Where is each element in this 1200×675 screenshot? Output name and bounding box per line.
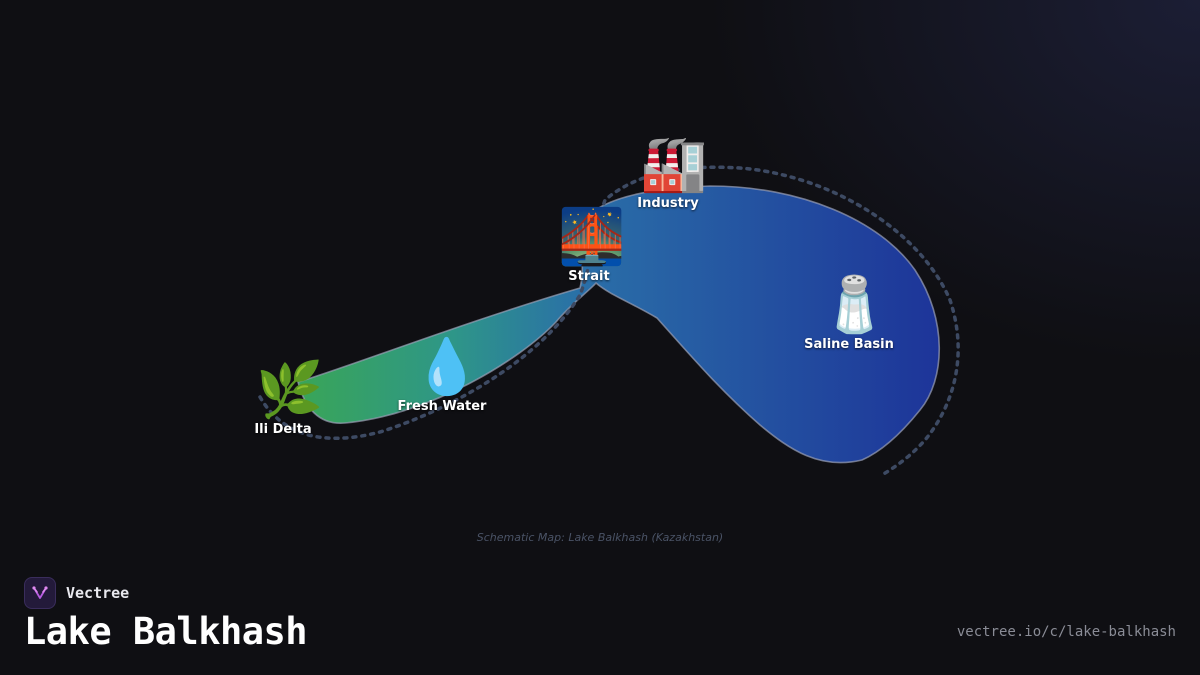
salt-shaker-icon: 🧂: [821, 273, 889, 336]
brand[interactable]: Vectree: [24, 577, 129, 609]
lake-shape: [297, 185, 940, 464]
marker-label: Strait: [568, 269, 610, 284]
map-caption: Schematic Map: Lake Balkhash (Kazakhstan…: [476, 531, 724, 544]
marker-label: Fresh Water: [397, 399, 487, 414]
herb-icon: 🌿: [256, 358, 324, 421]
marker-label: Saline Basin: [804, 337, 894, 352]
page-title: Lake Balkhash: [24, 610, 308, 653]
marker-industry[interactable]: 🏭 Industry: [637, 132, 708, 212]
bridge-at-night-icon: 🌉: [558, 205, 626, 268]
vectree-logo-icon: [24, 577, 56, 609]
brand-name: Vectree: [66, 584, 130, 602]
page-url[interactable]: vectree.io/c/lake-balkhash: [956, 624, 1176, 640]
factory-icon: 🏭: [640, 132, 708, 195]
marker-strait[interactable]: 🌉 Strait: [558, 205, 626, 285]
droplet-icon: 💧: [413, 335, 481, 398]
marker-ili-delta[interactable]: 🌿 Ili Delta: [254, 358, 324, 438]
marker-label: Industry: [637, 196, 699, 211]
marker-saline-basin[interactable]: 🧂 Saline Basin: [804, 273, 894, 353]
marker-fresh-water[interactable]: 💧 Fresh Water: [398, 335, 487, 415]
dashed-route: [258, 165, 960, 477]
marker-label: Ili Delta: [254, 422, 312, 437]
